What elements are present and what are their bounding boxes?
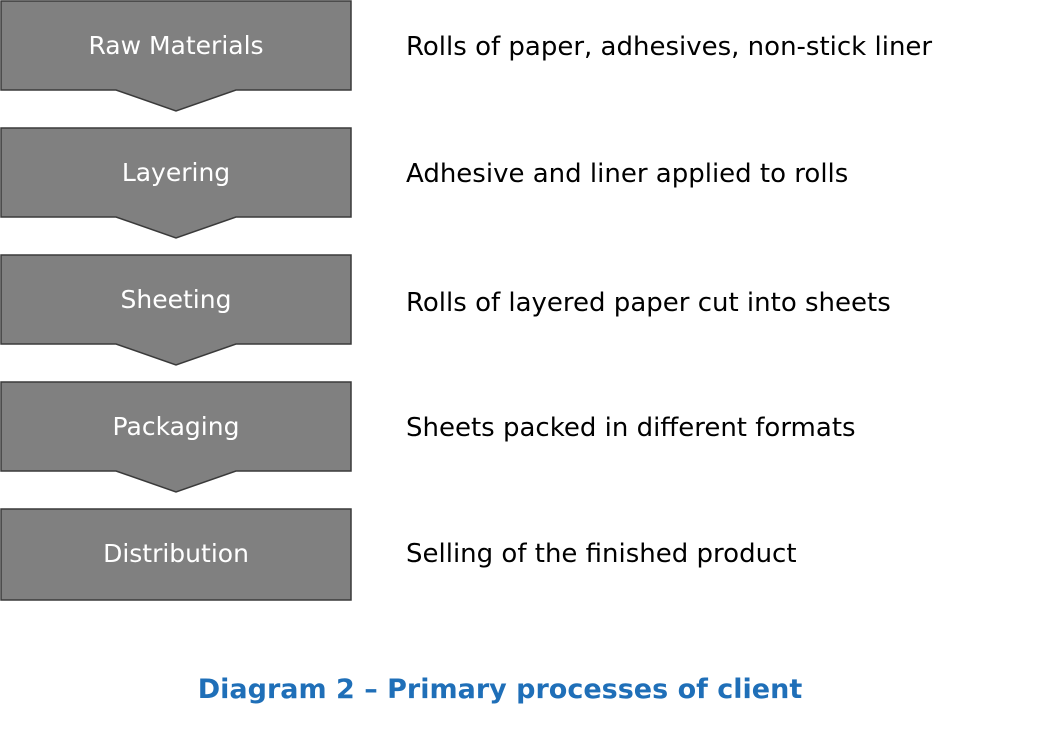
step-sheeting: Sheeting: [0, 254, 352, 366]
step-packaging: Packaging: [0, 381, 352, 493]
step-box-sheeting: [0, 254, 352, 366]
step-description-packaging: Sheets packed in different formats: [406, 413, 856, 443]
step-box-distribution: [0, 508, 352, 601]
step-raw-materials: Raw Materials: [0, 0, 352, 112]
step-label-distribution: Distribution: [103, 539, 249, 568]
step-label-layering: Layering: [122, 158, 230, 187]
step-box-raw-materials: [0, 0, 352, 112]
step-label-sheeting: Sheeting: [121, 285, 232, 314]
step-description-layering: Adhesive and liner applied to rolls: [406, 159, 849, 189]
step-distribution: Distribution: [0, 508, 352, 601]
step-box-layering: [0, 127, 352, 239]
step-label-packaging: Packaging: [113, 412, 240, 441]
diagram-caption: Diagram 2 – Primary processes of client: [197, 674, 803, 705]
step-description-distribution: Selling of the finished product: [406, 539, 797, 569]
step-layering: Layering: [0, 127, 352, 239]
step-description-raw-materials: Rolls of paper, adhesives, non-stick lin…: [406, 32, 933, 62]
step-box-packaging: [0, 381, 352, 493]
step-label-raw-materials: Raw Materials: [88, 31, 263, 60]
step-description-sheeting: Rolls of layered paper cut into sheets: [406, 288, 891, 318]
